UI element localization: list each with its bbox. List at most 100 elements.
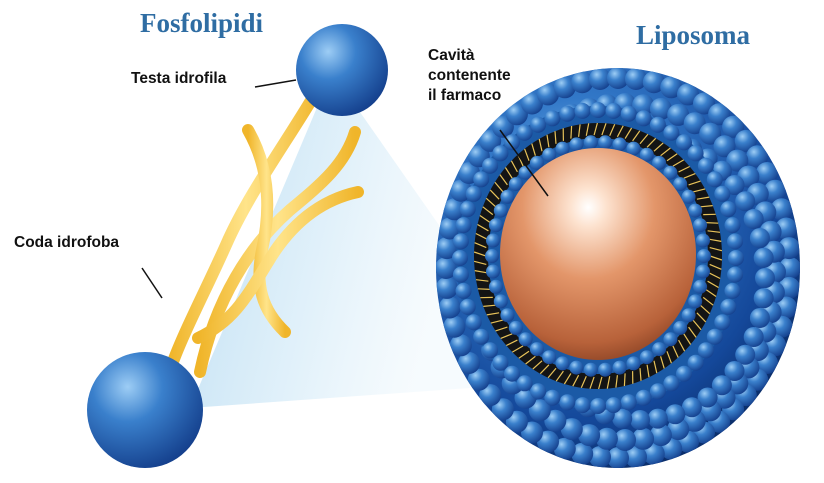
bilayer-head-bead	[693, 280, 707, 294]
bilayer-head-bead	[707, 171, 723, 187]
bilayer-head-bead	[453, 267, 469, 283]
bilayer-head-bead	[714, 186, 730, 202]
bilayer-head-bead	[663, 375, 679, 391]
bilayer-head-bead	[519, 332, 533, 346]
outer-head-bead	[630, 410, 650, 430]
bilayer-head-bead	[725, 283, 741, 299]
bilayer-head-bead	[453, 233, 469, 249]
bilayer-head-bead	[707, 329, 723, 345]
bilayer-head-bead	[542, 350, 556, 364]
bilayer-head-bead	[500, 190, 514, 204]
bilayer-head-bead	[727, 267, 743, 283]
bilayer-head-bead	[544, 110, 560, 126]
bilayer-head-bead	[650, 383, 666, 399]
bilayer-head-bead	[613, 361, 627, 375]
phospholipid-head-top	[296, 24, 388, 116]
label-drug-cavity-line-1: Cavità	[428, 46, 511, 66]
phospholipid-head-bottom	[87, 352, 203, 468]
bilayer-head-bead	[482, 342, 498, 358]
outer-head-bead	[735, 191, 755, 211]
bilayer-head-bead	[720, 201, 736, 217]
outer-head-bead	[755, 268, 775, 288]
label-hydrophobic-tail: Coda idrofoba	[14, 234, 119, 252]
bilayer-head-bead	[569, 137, 583, 151]
liposome	[435, 67, 801, 469]
bilayer-head-bead	[452, 250, 468, 266]
bilayer-head-bead	[688, 145, 704, 161]
outer-head-bead	[744, 327, 764, 347]
bilayer-head-bead	[673, 321, 687, 335]
outer-head-bead	[750, 308, 770, 328]
bilayer-head-bead	[696, 234, 710, 248]
outer-head-bead	[439, 297, 461, 319]
leader-head	[255, 80, 296, 87]
bilayer-head-bead	[504, 366, 520, 382]
bilayer-head-bead	[621, 106, 637, 122]
outer-head-bead	[436, 277, 458, 299]
bilayer-head-bead	[606, 397, 622, 413]
bilayer-head-bead	[676, 366, 692, 382]
bilayer-head-bead	[663, 125, 679, 141]
label-drug-cavity-line-2: contenente	[428, 66, 511, 86]
bilayer-head-bead	[492, 355, 508, 371]
bilayer-head-bead	[714, 314, 730, 330]
bilayer-head-bead	[696, 265, 710, 279]
bilayer-head-bead	[584, 135, 598, 149]
bilayer-head-bead	[676, 134, 692, 150]
bilayer-head-bead	[688, 294, 702, 308]
bilayer-head-bead	[575, 397, 591, 413]
bilayer-head-bead	[613, 137, 627, 151]
bilayer-head-bead	[559, 106, 575, 122]
bilayer-head-bead	[489, 218, 503, 232]
bilayer-head-bead	[621, 394, 637, 410]
outer-head-bead	[744, 209, 764, 229]
leader-tail	[142, 268, 162, 298]
bilayer-head-bead	[575, 103, 591, 119]
bilayer-head-bead	[606, 103, 622, 119]
bilayer-head-bead	[494, 204, 508, 218]
bilayer-head-bead	[530, 342, 544, 356]
lipid-tail-line	[624, 373, 625, 386]
label-hydrophilic-head: Testa idrofila	[131, 70, 226, 88]
bilayer-head-bead	[650, 117, 666, 133]
bilayer-head-bead	[473, 329, 489, 345]
title-liposome: Liposoma	[636, 20, 750, 51]
bilayer-head-bead	[460, 201, 476, 217]
bilayer-head-bead	[636, 390, 652, 406]
bilayer-head-bead	[663, 332, 677, 346]
bilayer-head-bead	[688, 355, 704, 371]
bilayer-head-bead	[486, 265, 500, 279]
bilayer-head-bead	[590, 398, 606, 414]
bilayer-head-bead	[559, 394, 575, 410]
bilayer-head-bead	[530, 117, 546, 133]
bilayer-head-bead	[584, 363, 598, 377]
outer-head-bead	[665, 404, 685, 424]
label-drug-cavity: Cavità contenente il farmaco	[428, 46, 511, 106]
label-drug-cavity-line-3: il farmaco	[428, 86, 511, 106]
bilayer-head-bead	[590, 102, 606, 118]
bilayer-head-bead	[697, 249, 711, 263]
lipid-tail-line	[706, 223, 719, 224]
bilayer-head-bead	[492, 145, 508, 161]
outer-head-bead	[750, 228, 770, 248]
bilayer-head-bead	[456, 217, 472, 233]
bilayer-head-bead	[460, 299, 476, 315]
outer-head-bead	[754, 248, 774, 268]
outer-head-bead	[754, 288, 774, 308]
bilayer-head-bead	[485, 249, 499, 263]
bilayer-head-bead	[473, 171, 489, 187]
bilayer-head-bead	[517, 125, 533, 141]
bilayer-head-bead	[544, 390, 560, 406]
bilayer-head-bead	[530, 383, 546, 399]
bilayer-head-bead	[682, 308, 696, 322]
bilayer-head-bead	[698, 342, 714, 358]
bilayer-head-bead	[727, 233, 743, 249]
bilayer-head-bead	[500, 308, 514, 322]
title-phospholipids: Fosfolipidi	[140, 8, 263, 39]
bilayer-head-bead	[627, 356, 641, 370]
bilayer-head-bead	[556, 356, 570, 370]
bilayer-head-bead	[569, 361, 583, 375]
bilayer-head-bead	[509, 321, 523, 335]
bilayer-head-bead	[504, 134, 520, 150]
